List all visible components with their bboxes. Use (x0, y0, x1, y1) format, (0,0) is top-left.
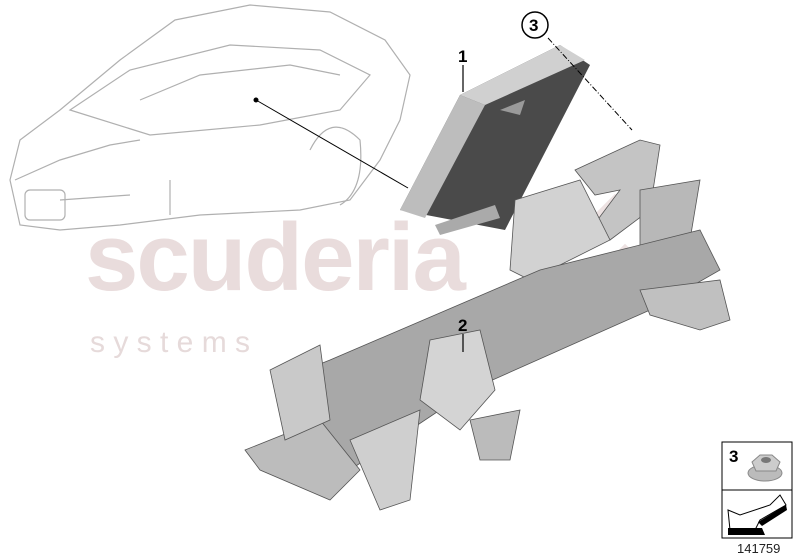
leader-line-3 (547, 37, 633, 131)
hex-flange-nut-icon (747, 454, 783, 482)
document-number: 141759 (737, 541, 780, 556)
leader-line-car (255, 99, 409, 189)
bracket (244, 139, 731, 511)
legend-box: 3 141759 (721, 441, 793, 556)
direction-arrow-icon (727, 494, 787, 535)
callout-1: 1 (458, 47, 467, 66)
location-dot (253, 97, 259, 103)
watermark-line2: s y s t e m s (90, 326, 250, 359)
callout-2: 2 (458, 316, 467, 335)
legend-item-number: 3 (729, 447, 738, 466)
control-module (400, 45, 590, 235)
callout-3-circle (521, 11, 549, 39)
callout-3: 3 (529, 16, 538, 35)
car-outline (9, 4, 411, 231)
watermark-line1: scuderia (85, 204, 466, 311)
